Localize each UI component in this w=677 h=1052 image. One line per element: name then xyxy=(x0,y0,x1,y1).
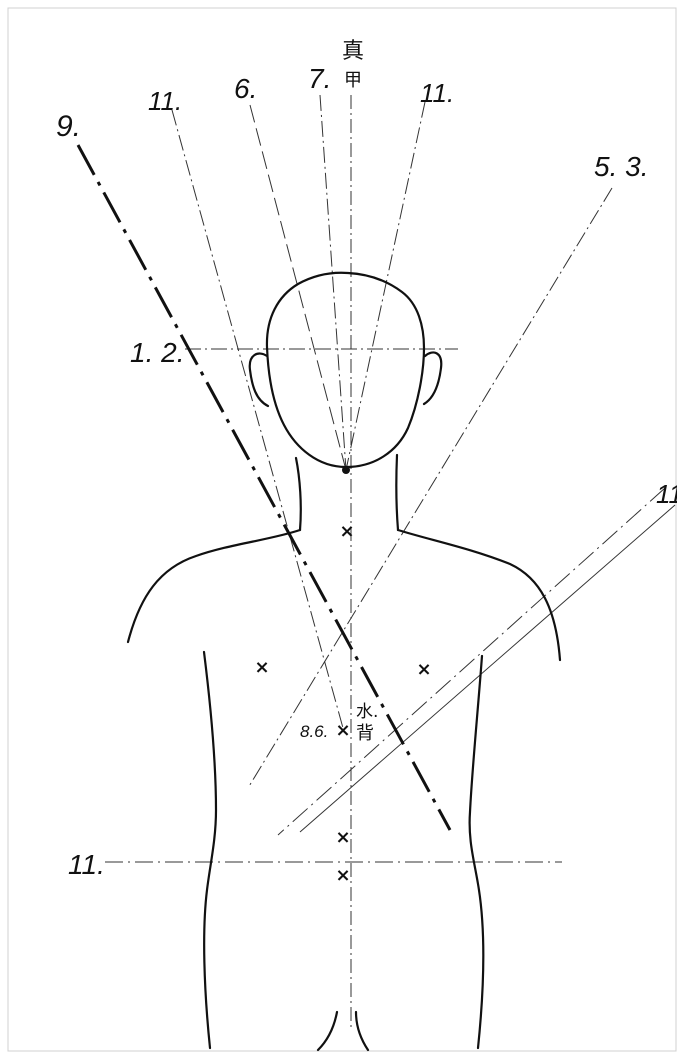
marker-right-chest: × xyxy=(416,659,431,680)
label-9: 9. xyxy=(56,110,81,143)
label-11-upper-right: 11. xyxy=(420,78,454,108)
line-11-upper-left xyxy=(172,110,343,728)
neck-left xyxy=(296,458,301,530)
right-ear xyxy=(424,352,441,404)
label-top-kanji-1: 真 xyxy=(342,39,364,64)
buttocks-left xyxy=(318,1012,337,1050)
buttocks-right xyxy=(356,1012,368,1050)
marker-center-back: × xyxy=(335,720,350,741)
marker-neck: × xyxy=(339,521,354,542)
left-shoulder xyxy=(128,530,300,642)
label-5-3: 5. 3. xyxy=(594,151,648,182)
label-6: 6. xyxy=(234,73,257,104)
label-1-2: 1. 2. xyxy=(130,337,184,368)
marker-lower-back-1: × xyxy=(335,827,350,848)
right-shoulder xyxy=(398,530,560,660)
head-outline xyxy=(267,273,424,467)
right-torso-side xyxy=(470,656,484,1048)
label-11-right-edge: 11. xyxy=(656,479,677,509)
label-top-kanji-2: 甲 xyxy=(344,70,362,91)
left-torso-side xyxy=(204,652,216,1048)
left-ear xyxy=(250,354,268,406)
line-5-3 xyxy=(248,188,612,788)
line-9 xyxy=(78,145,450,830)
center-point xyxy=(342,466,350,474)
marker-left-chest: × xyxy=(254,657,269,678)
label-back-kanji: 背 xyxy=(356,723,374,744)
marker-lower-back-2: × xyxy=(335,865,350,886)
label-water-kanji: 水. xyxy=(356,702,378,722)
line-7 xyxy=(320,95,346,470)
label-8-6: 8.6. xyxy=(300,722,328,741)
line-6 xyxy=(250,105,346,470)
line-11-right-b xyxy=(300,505,675,832)
label-11-bottom: 11. xyxy=(68,849,105,880)
label-7: 7. xyxy=(308,63,331,94)
neck-right xyxy=(396,455,398,530)
label-11-upper-left: 11. xyxy=(148,86,182,116)
